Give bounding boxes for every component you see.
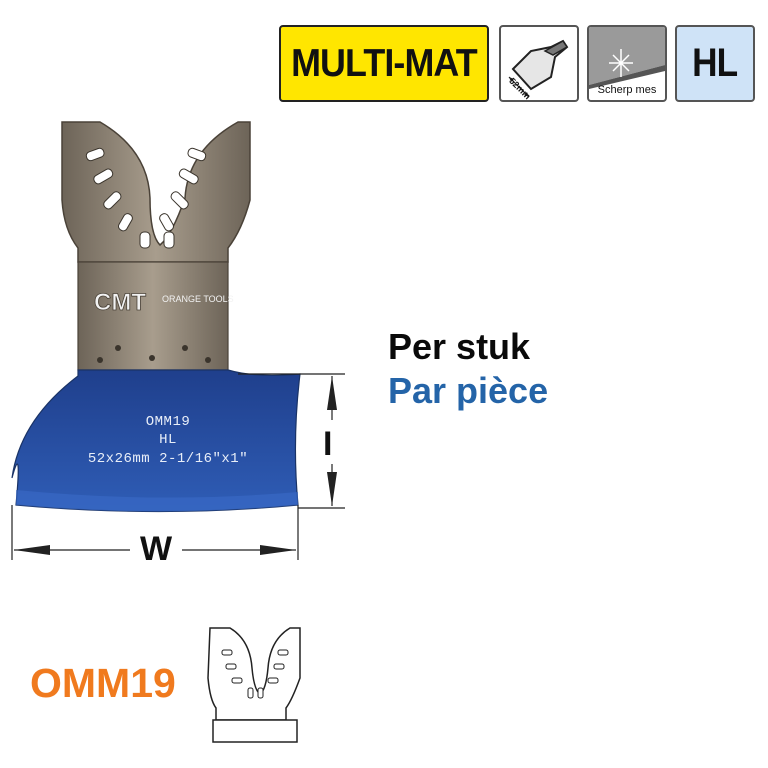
rivets <box>97 345 211 363</box>
dimension-height-label: I <box>321 425 335 464</box>
blade-brand: CMT <box>94 289 146 316</box>
multimat-label: MULTI-MAT <box>291 41 478 85</box>
dimension-width-label: W <box>140 530 173 568</box>
oscillating-adapter-icon <box>207 627 301 743</box>
hl-label: HL <box>692 41 738 85</box>
price-unit-dutch: Per stuk <box>388 326 531 367</box>
multimat-badge: MULTI-MAT <box>279 25 489 102</box>
blade-engraving-type: HL <box>159 432 177 448</box>
blade-mount <box>61 121 251 263</box>
mount-slots <box>85 147 207 249</box>
product-code: OMM19 <box>30 660 176 706</box>
blade-shank <box>77 261 229 371</box>
dimension-arrows <box>14 376 337 555</box>
sharp-blade-icon <box>589 27 665 89</box>
blade-engraving-code: OMM19 <box>145 414 191 430</box>
width-badge: 52mm <box>499 25 579 102</box>
sharp-label: Scherp mes <box>597 84 657 96</box>
scraper-width-icon: 52mm <box>507 39 569 100</box>
sharp-badge: Scherp mes <box>587 25 667 102</box>
hl-badge: HL <box>675 25 755 102</box>
blade-brand-sub: ORANGE TOOLS <box>162 294 234 304</box>
blade-engraving-size: 52x26mm 2-1/16"x1" <box>87 451 249 467</box>
price-unit-french: Par pièce <box>388 370 549 411</box>
